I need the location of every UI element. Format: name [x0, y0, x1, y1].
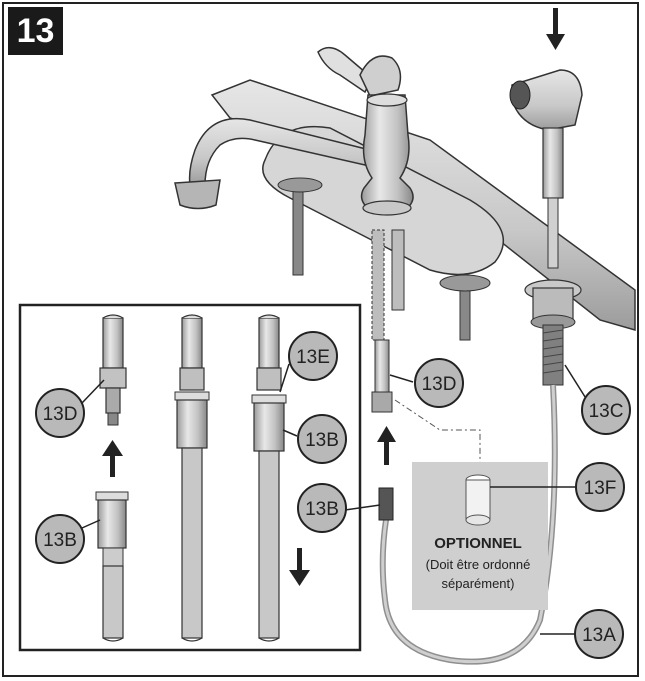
svg-text:13D: 13D	[422, 374, 457, 395]
svg-text:13F: 13F	[584, 478, 617, 499]
optional-guide-line	[394, 399, 481, 468]
callout-13F: 13F	[575, 462, 625, 512]
optional-note-line-2: séparément)	[442, 576, 515, 591]
svg-text:13B: 13B	[43, 530, 77, 551]
inset-tube-left	[95, 314, 129, 642]
callout-13D-inset: 13D	[35, 388, 85, 438]
svg-text:13B: 13B	[305, 430, 339, 451]
callout-13B-inset-right: 13B	[297, 414, 347, 464]
direction-arrows	[377, 8, 565, 465]
faucet-assembly	[174, 46, 636, 665]
svg-text:13C: 13C	[589, 401, 624, 422]
svg-text:13D: 13D	[43, 404, 78, 425]
optional-title: OPTIONNEL	[434, 535, 522, 552]
callout-13C: 13C	[581, 385, 631, 435]
optional-part-box: OPTIONNEL (Doit être ordonné séparément)	[412, 462, 575, 610]
callout-13B-inset: 13B	[35, 514, 85, 564]
step-number-badge: 13	[8, 7, 63, 55]
optional-note-line-1: (Doit être ordonné	[426, 557, 531, 572]
callout-13E: 13E	[288, 331, 338, 381]
inset-tube-right	[251, 314, 310, 642]
svg-text:13E: 13E	[296, 347, 330, 368]
svg-text:13A: 13A	[582, 625, 616, 646]
inset-tube-middle	[174, 314, 210, 642]
callout-13B-main: 13B	[297, 483, 347, 533]
callout-13D-main: 13D	[414, 358, 464, 408]
callout-13A: 13A	[574, 609, 624, 659]
svg-text:13B: 13B	[305, 499, 339, 520]
